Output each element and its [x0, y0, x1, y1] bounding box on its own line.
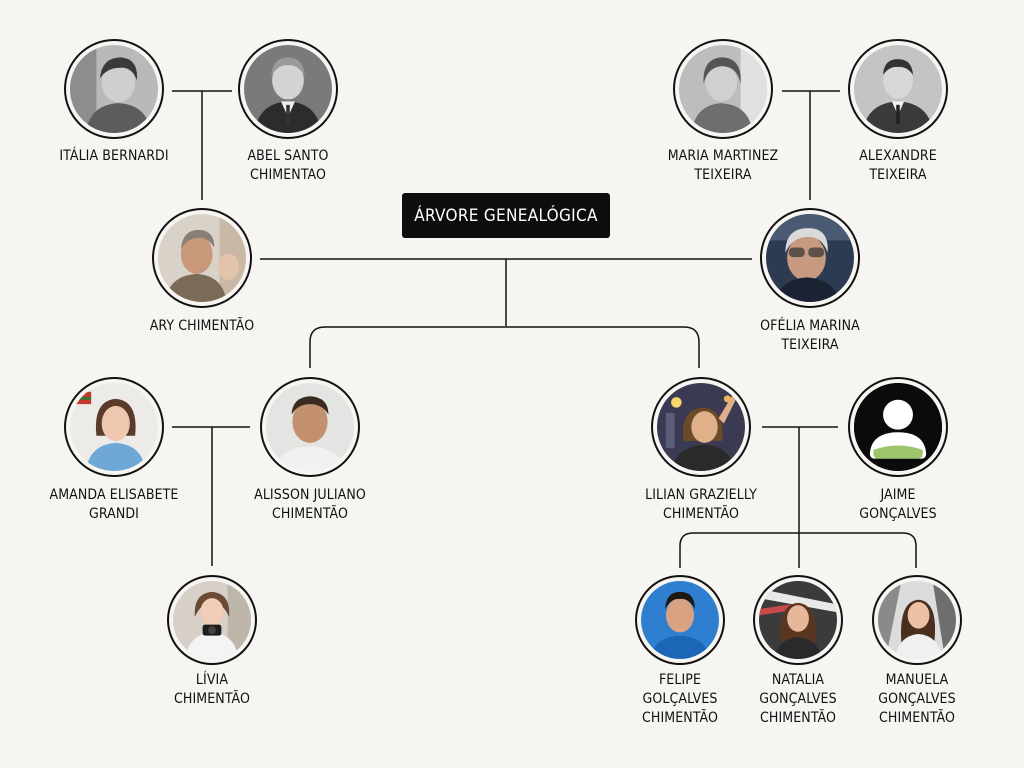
person-name: AMANDA ELISABETE GRANDI	[49, 487, 179, 522]
portrait-photo	[635, 575, 725, 665]
page-title: ÁRVORE GENEALÓGICA	[402, 193, 610, 238]
person-name: MANUELA GONÇALVES CHIMENTÃO	[878, 672, 956, 726]
person-name: OFÉLIA MARINA TEIXEIRA	[760, 318, 860, 353]
portrait-photo	[238, 39, 338, 139]
portrait-photo	[872, 575, 962, 665]
person-name: ALISSON JULIANO CHIMENTÃO	[254, 487, 366, 522]
portrait-photo	[673, 39, 773, 139]
portrait-photo	[260, 377, 360, 477]
portrait-photo	[651, 377, 751, 477]
portrait-photo	[64, 377, 164, 477]
person-name: MARIA MARTINEZ TEIXEIRA	[667, 148, 779, 183]
portrait-photo	[64, 39, 164, 139]
portrait-photo	[753, 575, 843, 665]
person-name: ALEXANDRE TEIXEIRA	[859, 148, 937, 183]
person-name: JAIME GONÇALVES	[859, 487, 937, 522]
person-name: LÍVIA CHIMENTÃO	[173, 672, 250, 707]
person-name: NATALIA GONÇALVES CHIMENTÃO	[759, 672, 837, 726]
portrait-photo	[760, 208, 860, 308]
portrait-photo	[152, 208, 252, 308]
portrait-photo	[167, 575, 257, 665]
person-name: FELIPE GOLÇALVES CHIMENTÃO	[641, 672, 718, 726]
person-name: ARY CHIMENTÃO	[149, 318, 255, 334]
portrait-photo	[848, 39, 948, 139]
person-name: ITÁLIA BERNARDI	[59, 148, 169, 164]
portrait-photo	[848, 377, 948, 477]
person-name: LILIAN GRAZIELLY CHIMENTÃO	[645, 487, 757, 522]
person-name: ABEL SANTO CHIMENTAO	[247, 148, 329, 183]
avatar-placeholder-icon	[854, 383, 942, 471]
